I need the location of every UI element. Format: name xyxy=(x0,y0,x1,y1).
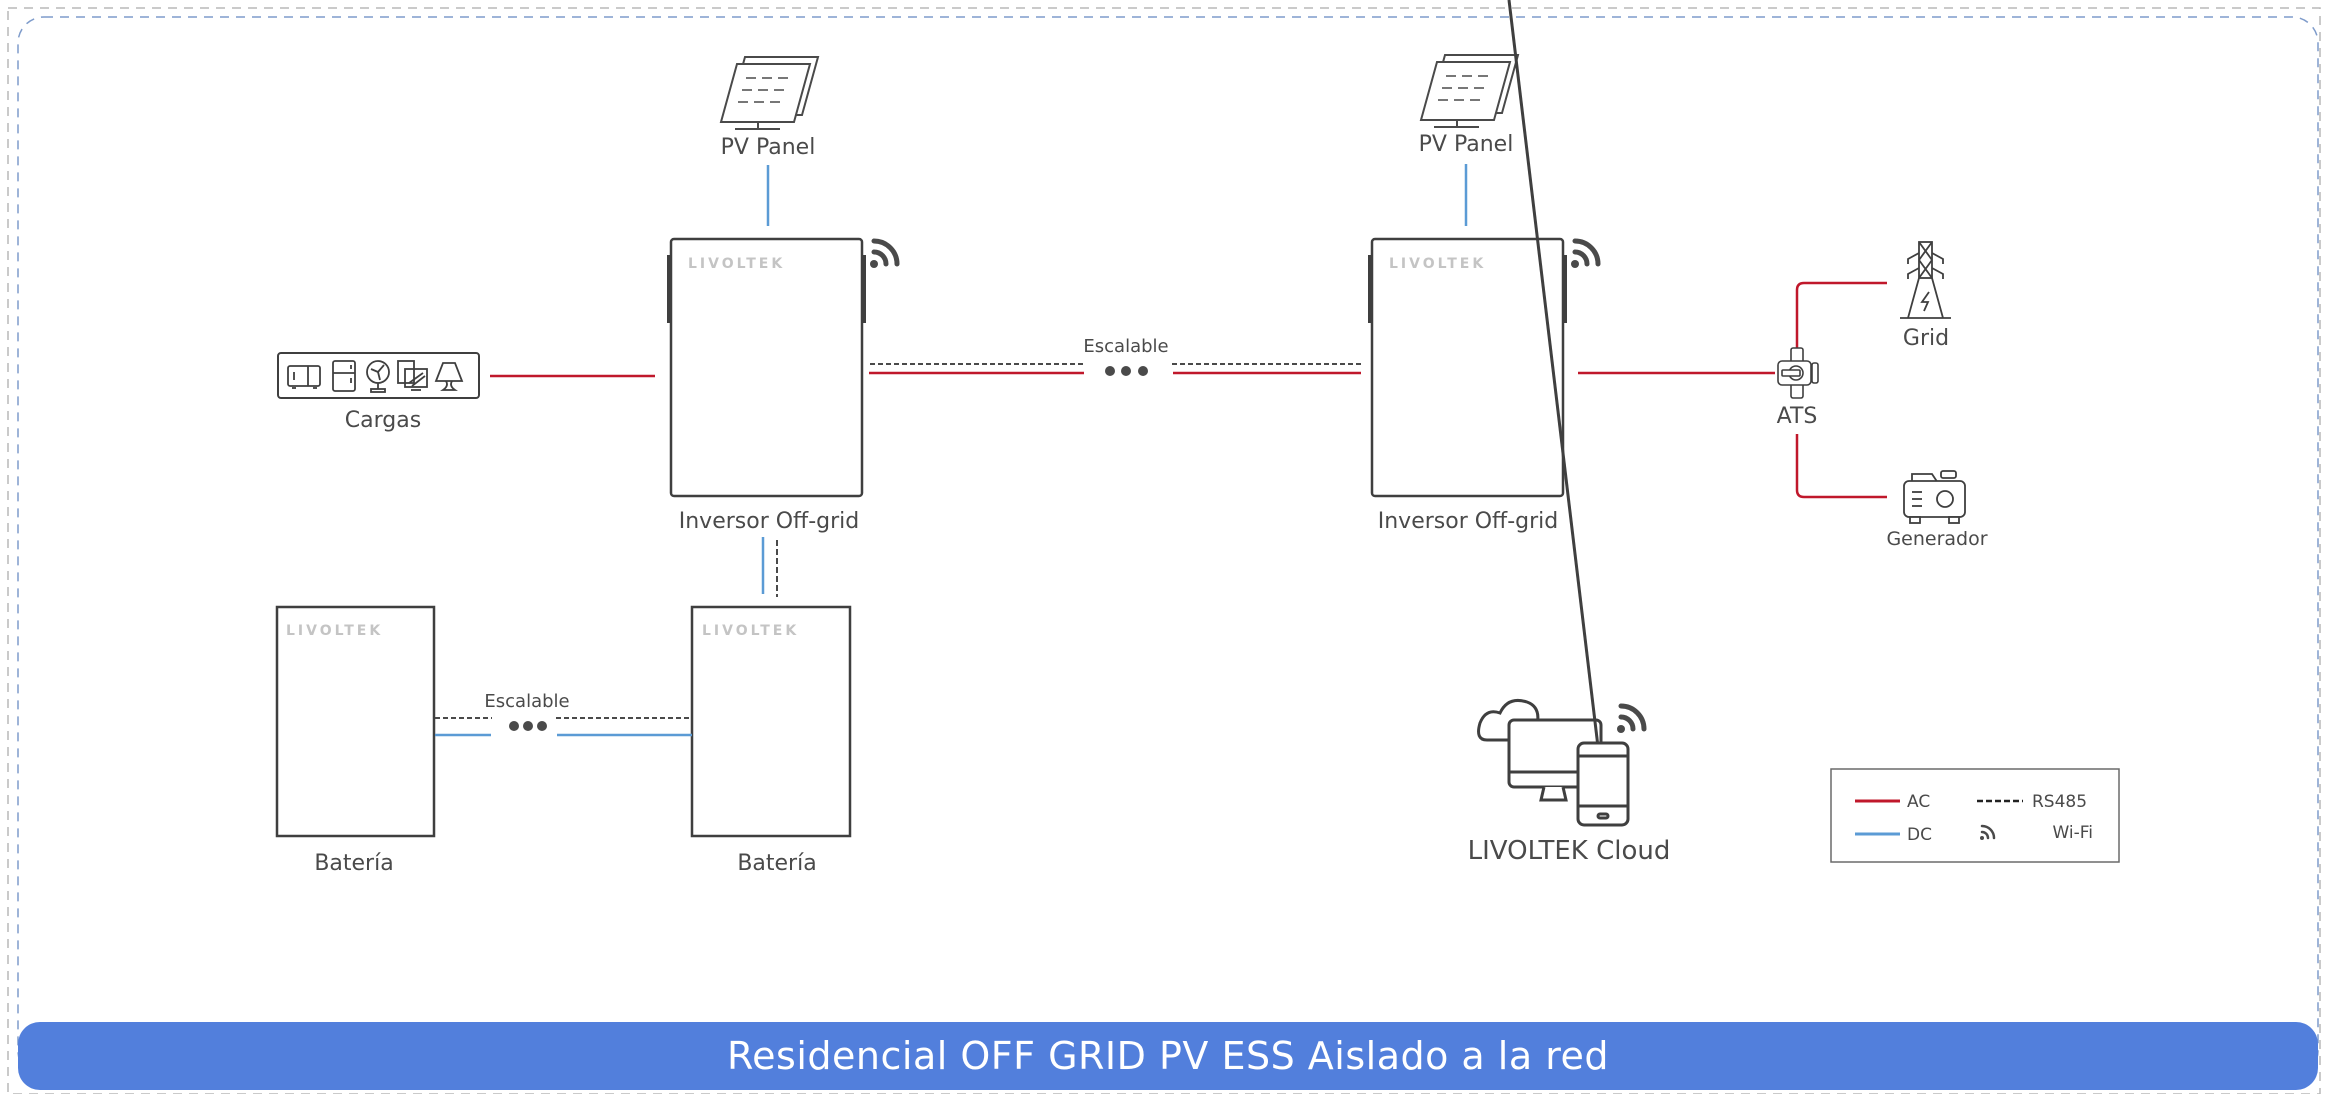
inner-frame xyxy=(17,16,2319,1078)
grid[interactable]: Grid xyxy=(1900,241,1951,351)
wifi-icon xyxy=(1980,824,1996,840)
battery-right-body xyxy=(690,605,852,838)
ats-label: ATS xyxy=(1777,404,1818,429)
microwave-icon xyxy=(287,365,321,389)
ellipsis-icon xyxy=(1105,366,1148,376)
battery-right-brand: LIVOLTEK xyxy=(702,623,799,639)
battery-left-brand: LIVOLTEK xyxy=(286,623,383,639)
battery-scalable-link: Escalable xyxy=(435,691,692,737)
inverter-left-handle-left xyxy=(667,255,671,323)
generator-icon xyxy=(1903,470,1966,524)
inverter-right-label: Inversor Off-grid xyxy=(1378,509,1559,534)
battery-right-label: Batería xyxy=(737,851,816,876)
grid-label: Grid xyxy=(1903,326,1949,351)
inverter-right[interactable]: LIVOLTEK Inversor Off-grid xyxy=(1368,237,1601,534)
generator[interactable]: Generador xyxy=(1886,470,1988,550)
pv-panel-right[interactable]: PV Panel xyxy=(1419,54,1520,157)
pv-panel-right-label: PV Panel xyxy=(1419,132,1514,157)
inverter-left[interactable]: LIVOLTEK Inversor Off-grid xyxy=(667,237,900,534)
batteries-scalable-label: Escalable xyxy=(484,691,569,712)
legend: AC RS485 DC Wi-Fi xyxy=(1830,768,2120,863)
livoltek-cloud[interactable]: LIVOLTEK Cloud xyxy=(1468,0,1671,866)
ac-line-ats-grid xyxy=(1795,281,1887,348)
legend-dc-label: DC xyxy=(1907,825,1932,845)
loads-label: Cargas xyxy=(345,408,421,433)
inverter-left-brand: LIVOLTEK xyxy=(688,256,785,272)
pv-panel-left-label: PV Panel xyxy=(721,135,816,160)
fridge-icon xyxy=(332,360,356,392)
legend-rs485-label: RS485 xyxy=(2032,792,2087,812)
inverter-left-label: Inversor Off-grid xyxy=(679,509,860,534)
inverter-left-handle-right xyxy=(862,255,866,323)
tv-monitor-icon xyxy=(397,360,428,391)
legend-ac-label: AC xyxy=(1907,792,1930,812)
solar-panel-icon xyxy=(719,56,820,130)
fan-icon xyxy=(366,360,390,393)
ats[interactable]: ATS xyxy=(1777,347,1819,429)
title-banner: Residencial OFF GRID PV ESS Aislado a la… xyxy=(18,1022,2318,1090)
inverter-left-body xyxy=(669,237,864,498)
wifi-icon xyxy=(1571,238,1601,268)
lamp-icon xyxy=(434,362,464,391)
pv-panel-left[interactable]: PV Panel xyxy=(719,56,820,160)
legend-wifi-label: Wi-Fi xyxy=(2052,823,2093,843)
battery-left[interactable]: LIVOLTEK Batería xyxy=(275,605,436,876)
page-title: Residencial OFF GRID PV ESS Aislado a la… xyxy=(726,1034,1610,1078)
generator-label: Generador xyxy=(1886,528,1987,550)
transfer-switch-icon xyxy=(1777,347,1819,399)
inverter-right-body xyxy=(1370,237,1565,498)
inverters-scalable-label: Escalable xyxy=(1083,336,1168,357)
battery-left-label: Batería xyxy=(314,851,393,876)
battery-left-body xyxy=(275,605,436,838)
wifi-icon xyxy=(870,238,900,268)
inverter-right-handle-left xyxy=(1368,255,1372,323)
inverter-scalable-link: Escalable xyxy=(869,336,1362,376)
cloud-label: LIVOLTEK Cloud xyxy=(1468,836,1671,866)
inverter-right-brand: LIVOLTEK xyxy=(1389,256,1486,272)
ac-line-ats-generator xyxy=(1795,434,1887,499)
loads[interactable]: Cargas xyxy=(277,352,480,433)
power-tower-icon xyxy=(1900,241,1951,319)
legend-box xyxy=(1830,768,2120,863)
outer-frame xyxy=(7,7,2321,1094)
ellipsis-icon xyxy=(509,721,547,731)
battery-right[interactable]: LIVOLTEK Batería xyxy=(690,605,852,876)
cloud-devices-icon xyxy=(1477,0,1630,827)
wifi-icon xyxy=(1617,703,1647,733)
solar-panel-icon xyxy=(1419,54,1520,128)
inverter-right-handle-right xyxy=(1563,255,1567,323)
